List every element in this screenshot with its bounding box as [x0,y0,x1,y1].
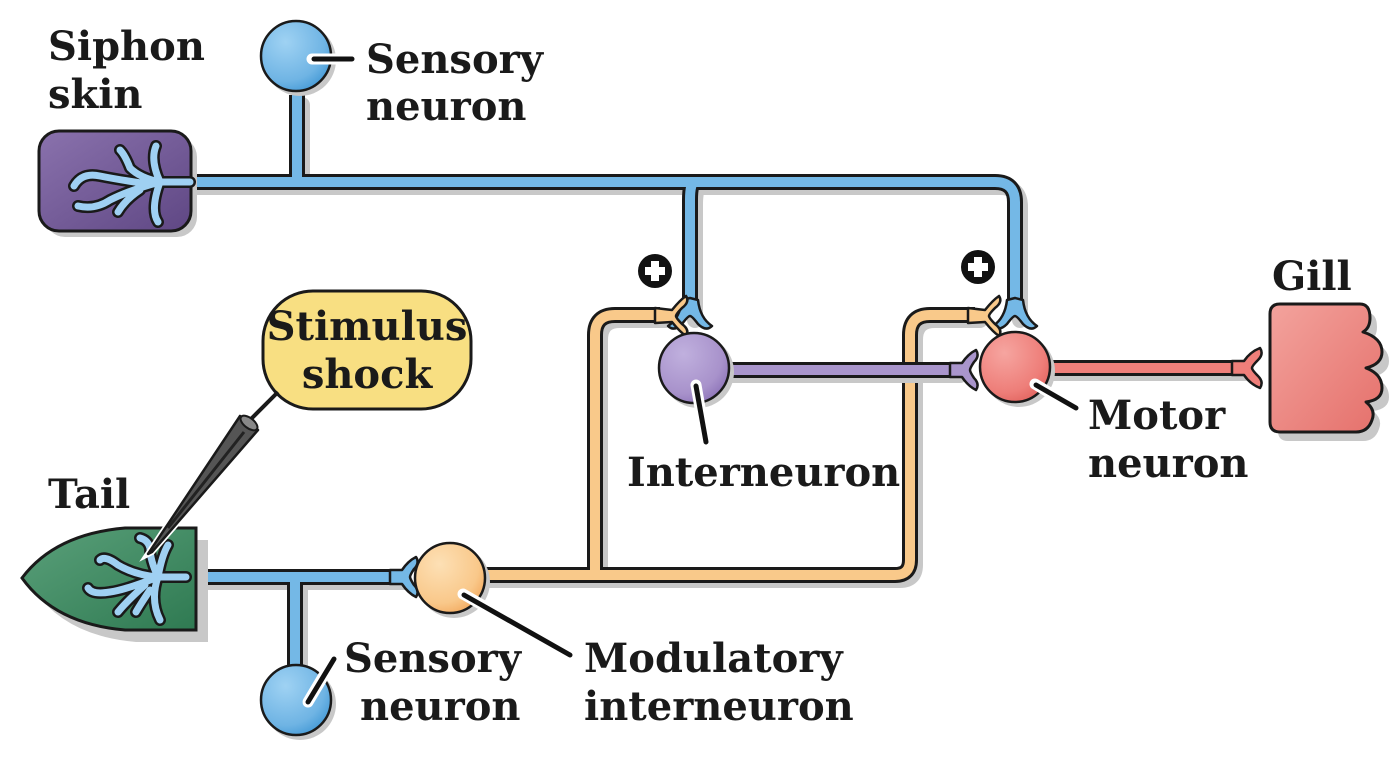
synaptic-terminal-orange-motor [966,294,1002,338]
facilitation-plus-icon-motor [961,250,995,284]
siphon-sensory-axon [187,92,1028,328]
stimulus-shock-label-line2: shock [302,351,434,398]
interneuron-label: Interneuron [627,449,900,496]
gill-organ [1268,302,1389,441]
leader-motor [1029,378,1081,414]
interneuron-axon [717,362,968,383]
modulatory-interneuron-label-line2: interneuron [584,683,854,730]
synaptic-terminal-blue-modulatory [388,555,419,599]
siphon-skin-label-line2: skin [48,71,143,118]
siphon-skin-organ [37,129,197,237]
siphon-dendrite-tree [68,140,196,228]
synaptic-terminal-red-gill [1230,346,1263,390]
sensory-neuron-top-label-line1: Sensory [366,36,545,83]
facilitation-plus-icon-interneuron [638,254,672,288]
stimulus-shock-bubble: Stimulus shock [261,289,473,411]
synaptic-terminal-purple-motor [948,348,979,392]
modulatory-interneuron-label-line1: Modulatory [584,635,844,682]
siphon-skin-label-line1: Siphon [48,23,205,70]
leader-sensory-bottom [302,654,339,708]
motor-neuron-label-line1: Motor [1088,392,1226,439]
electrode-icon [139,390,280,562]
motor-neuron-soma [978,330,1055,407]
leader-modulatory [457,588,574,660]
sensory-neuron-top-label-line2: neuron [366,83,526,130]
gill-label: Gill [1272,253,1352,300]
sensory-neuron-bottom-label-line2: neuron [360,683,520,730]
motor-neuron-axon [1037,360,1253,381]
leader-interneuron [690,379,712,448]
modulatory-interneuron-axon [467,307,988,588]
interneuron-soma [657,331,734,408]
sensory-neuron-bottom-label-line1: Sensory [344,635,523,682]
tail-label: Tail [48,471,130,518]
motor-neuron-label-line2: neuron [1088,440,1248,487]
stimulus-shock-label-line1: Stimulus [267,303,468,350]
tail-organ [20,526,208,642]
